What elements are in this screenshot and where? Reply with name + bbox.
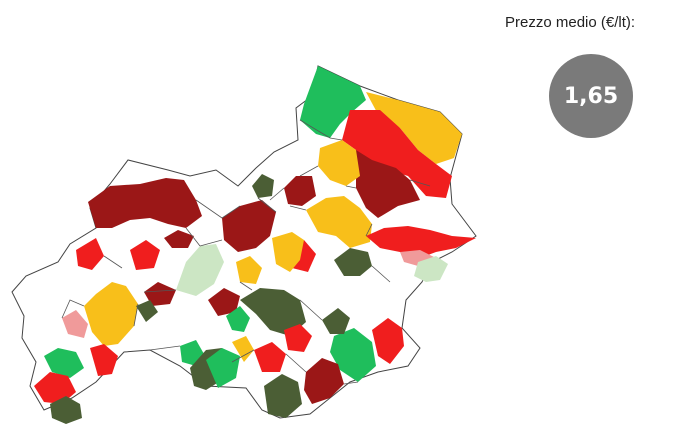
zone-darkred-west (88, 178, 202, 228)
zone-darkred-south-central (208, 288, 240, 316)
municipal-borders (61, 119, 431, 385)
zone-green-coast (300, 66, 366, 138)
zone-green-south-central (226, 306, 250, 332)
zone-red-south (254, 342, 286, 372)
zone-darkred-west-south (144, 282, 176, 306)
zone-darkred-center (222, 200, 276, 252)
zone-darkgreen-southwest (50, 396, 82, 424)
average-price-value: 1,65 (563, 83, 619, 109)
zone-red-west-south (90, 344, 118, 376)
zone-yellow-coast (366, 92, 462, 164)
zone-red-west (130, 240, 160, 270)
zone-green-southwest (44, 348, 84, 378)
zone-yellow-north-central (318, 140, 360, 186)
zone-red-west-small (76, 238, 104, 270)
zone-darkgreen-north (252, 174, 274, 198)
zone-darkgreen-south-central (240, 288, 306, 336)
zone-lightgreen-east (414, 256, 448, 282)
zone-yellow-central-south (272, 232, 304, 272)
zone-darkred-central-north (284, 176, 316, 206)
zone-darkgreen-south-2 (264, 374, 302, 418)
zone-red-southwest (34, 372, 76, 404)
average-price-label: Prezzo medio (€/lt): (505, 14, 636, 31)
zone-red-southeast (372, 318, 404, 364)
zone-darkred-south (304, 358, 344, 404)
zone-yellow-central (306, 196, 372, 248)
zone-darkred-west-small (164, 230, 194, 248)
zone-red-northeast (342, 110, 452, 198)
average-price-badge: 1,65 (549, 54, 633, 138)
zone-yellow-south (232, 336, 254, 362)
zone-darkgreen-east (334, 248, 372, 276)
zone-red-south-central (284, 324, 312, 352)
zone-red-east (366, 226, 476, 258)
zone-green-southeast (330, 328, 376, 382)
zone-yellow-west (84, 282, 138, 346)
zone-darkgreen-west (136, 300, 158, 322)
zone-green-south-2 (206, 348, 240, 388)
zone-darkgreen-southeast (322, 308, 350, 334)
zone-darkred-northeast (356, 150, 420, 218)
zone-lightgreen-central (176, 244, 224, 296)
zone-yellow-mid (236, 256, 262, 284)
zone-pink-west (62, 310, 88, 338)
